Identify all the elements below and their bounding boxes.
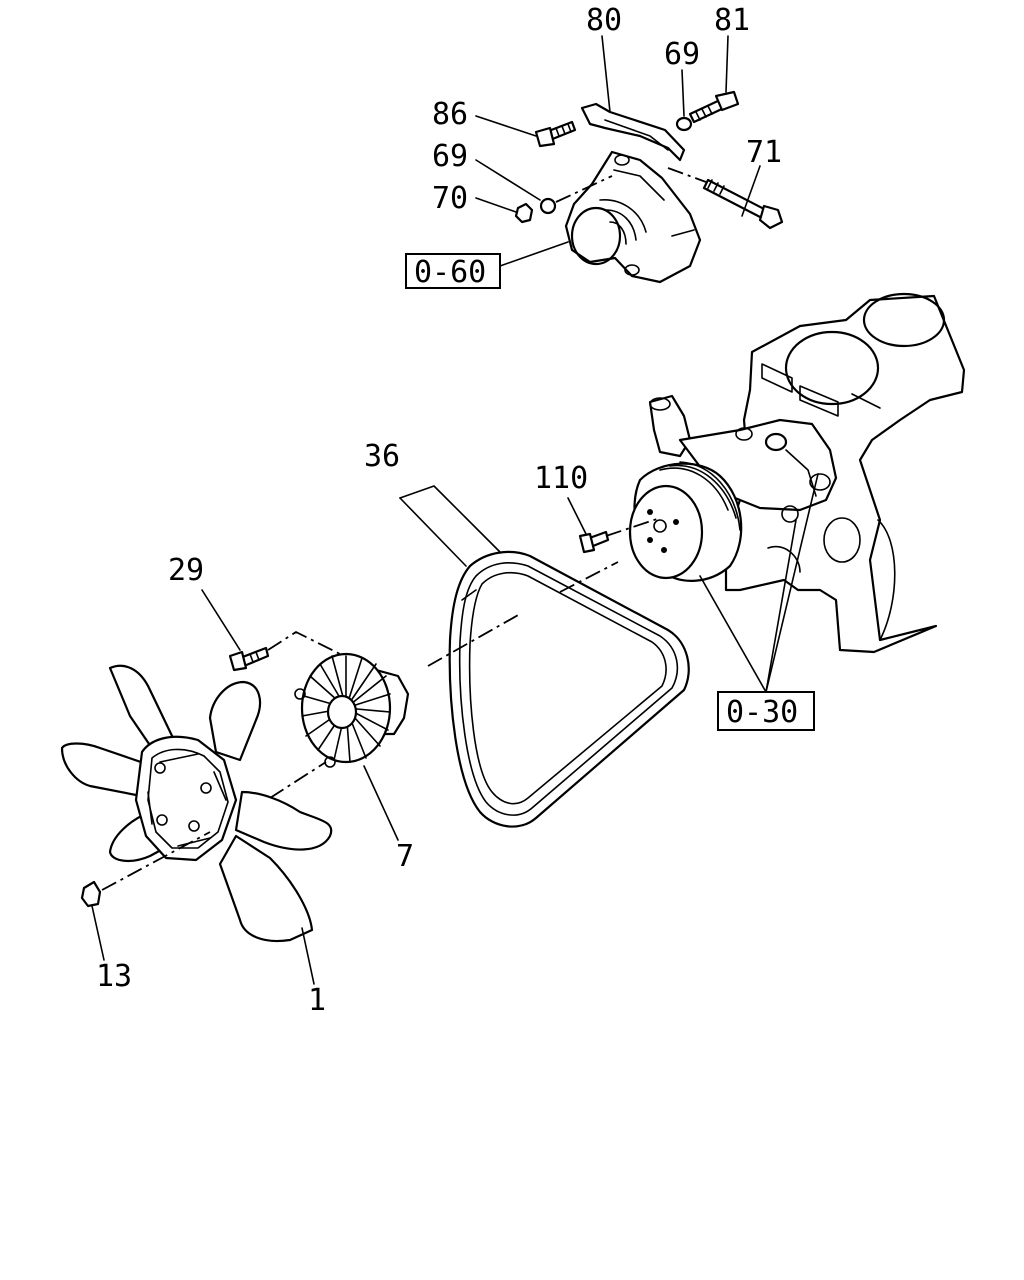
callout-86: 86 (432, 97, 468, 132)
adjusting-bracket (580, 102, 686, 162)
reference-box-0-60[interactable]: 0-60 (405, 253, 501, 290)
bolt-81 (688, 90, 740, 124)
callout-13: 13 (96, 959, 132, 994)
callout-69-lower: 69 (432, 139, 468, 174)
leader-lines (91, 35, 819, 985)
bolt-29 (228, 646, 270, 672)
callout-110: 110 (534, 461, 588, 496)
washer-69-upper (675, 116, 693, 132)
water-pump (628, 394, 838, 582)
washer-69-lower (539, 197, 557, 215)
bolt-71 (702, 178, 784, 230)
cooling-fan (60, 664, 333, 943)
nut-70 (514, 202, 534, 224)
reference-0-60-label: 0-60 (414, 255, 486, 290)
callout-70: 70 (432, 181, 468, 216)
callout-69-upper: 69 (664, 37, 700, 72)
callout-80: 80 (586, 3, 622, 38)
bolt-86 (534, 120, 577, 148)
v-belt (448, 550, 690, 828)
alternator-assembly (514, 90, 784, 284)
callout-1: 1 (308, 983, 326, 1018)
reference-box-0-30[interactable]: 0-30 (717, 691, 815, 731)
callout-7: 7 (396, 839, 414, 874)
callout-81: 81 (714, 3, 750, 38)
callout-71: 71 (746, 135, 782, 170)
alternator-body (564, 150, 702, 284)
callout-36: 36 (364, 439, 400, 474)
nut-13 (80, 880, 102, 908)
bolt-110 (578, 530, 610, 554)
fan-clutch (294, 652, 410, 768)
reference-0-30-label: 0-30 (726, 695, 798, 730)
callout-29: 29 (168, 553, 204, 588)
